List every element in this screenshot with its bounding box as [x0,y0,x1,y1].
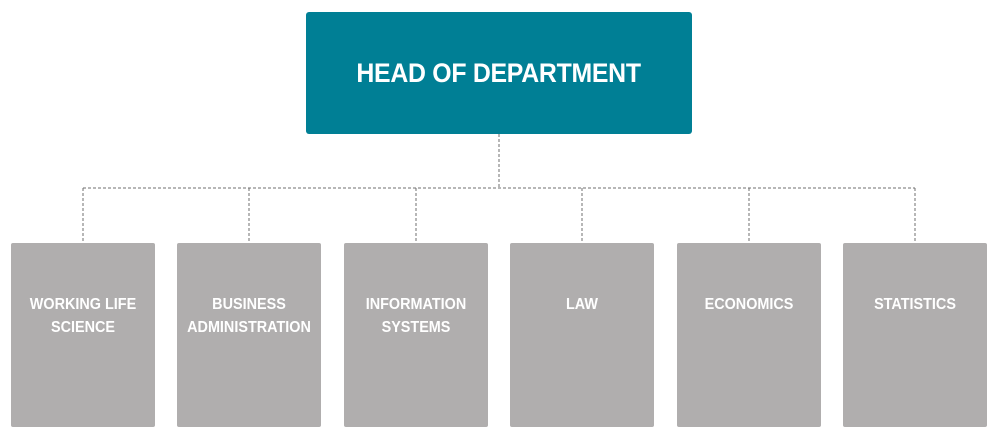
unit-box-law: LAW [510,243,654,427]
unit-label: INFORMATION SYSTEMS [365,296,467,336]
unit-box-statistics: STATISTICS [843,243,987,427]
head-of-department-box: HEAD OF DEPARTMENT [306,12,692,134]
head-of-department-title: HEAD OF DEPARTMENT [356,57,642,88]
unit-box-information-systems: INFORMATION SYSTEMS [344,243,488,427]
unit-label: WORKING LIFE SCIENCE [29,296,137,336]
unit-label: LAW [565,296,598,313]
unit-label: STATISTICS [874,296,956,313]
unit-box-business-administration: BUSINESS ADMINISTRATION [177,243,321,427]
unit-label: BUSINESS ADMINISTRATION [187,296,311,336]
unit-box-working-life-science: WORKING LIFE SCIENCE [11,243,155,427]
unit-label: ECONOMICS [704,296,794,313]
unit-box-economics: ECONOMICS [677,243,821,427]
